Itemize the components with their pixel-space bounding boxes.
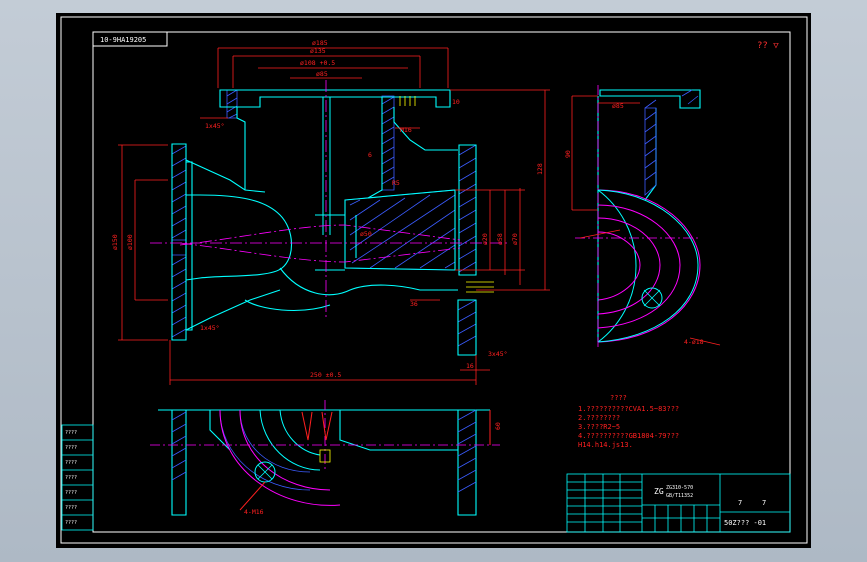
dim-250: 250 ±0.5 bbox=[310, 371, 341, 379]
side-arcs bbox=[597, 189, 701, 343]
left-col-label: ???? bbox=[65, 505, 77, 511]
dim-4-d18: 4-ø18 bbox=[684, 338, 704, 346]
dim-6: 6 bbox=[368, 151, 372, 159]
dim-10: 10 bbox=[452, 98, 460, 106]
bottom-outline bbox=[158, 409, 490, 516]
material-line-2: GB/T11352 bbox=[666, 493, 693, 499]
bottom-view: 60 4-M16 bbox=[150, 400, 502, 516]
note-line-5: H14.h14.js13. bbox=[578, 441, 633, 449]
side-hatch bbox=[644, 89, 699, 196]
left-flange bbox=[171, 143, 193, 341]
inner-frame bbox=[92, 31, 791, 533]
dim-d100: ø100 bbox=[126, 234, 134, 250]
left-col-label: ???? bbox=[65, 490, 77, 496]
front-threads bbox=[399, 96, 494, 293]
dim-m16: M16 bbox=[400, 126, 412, 134]
scale-b: 7 bbox=[762, 499, 766, 507]
outer-frame bbox=[60, 16, 808, 544]
dim-128: 128 bbox=[536, 163, 544, 175]
side-view: ø85 90 4-ø18 bbox=[564, 85, 721, 350]
dim-d150: ø150 bbox=[111, 234, 119, 250]
dim-d20: ø20 bbox=[481, 233, 489, 245]
dim-d85-side: ø85 bbox=[612, 102, 624, 110]
title-block-text: ZG ZG310-570 GB/T11352 7 7 50Z??? -01 bbox=[654, 485, 766, 527]
note-line-3: 3.????R2~5 bbox=[578, 423, 620, 431]
front-centerlines bbox=[150, 80, 510, 320]
scale-a: 7 bbox=[738, 499, 742, 507]
bottom-markers bbox=[239, 410, 491, 511]
left-col-label: ???? bbox=[65, 460, 77, 466]
note-line-4: 4.??????????GB1804-79??? bbox=[578, 432, 679, 440]
dim-d70: ø70 bbox=[511, 233, 519, 245]
front-view: ø185 ø135 ø108 +0.5 ø85 1x45° M16 ø150 ø… bbox=[111, 39, 550, 385]
left-col-label: ???? bbox=[65, 445, 77, 451]
top-neck bbox=[236, 97, 458, 199]
drawing-number: 50Z??? -01 bbox=[724, 519, 766, 527]
dim-chamfer: 1x45° bbox=[205, 122, 225, 130]
front-dimensions bbox=[118, 47, 550, 385]
dim-1x45-left: 1x45° bbox=[200, 324, 220, 332]
dim-d108: ø108 +0.5 bbox=[300, 59, 335, 67]
title-block bbox=[566, 473, 791, 533]
side-dimension-labels: ø85 90 4-ø18 bbox=[564, 102, 704, 346]
dim-90: 90 bbox=[564, 150, 572, 158]
dim-16: 16 bbox=[466, 362, 474, 370]
lower-body bbox=[244, 267, 458, 311]
left-col-label: ???? bbox=[65, 475, 77, 481]
dim-r5: R5 bbox=[392, 179, 400, 187]
front-dimension-labels: ø185 ø135 ø108 +0.5 ø85 1x45° M16 ø150 ø… bbox=[111, 39, 544, 379]
dim-60: 60 bbox=[494, 422, 502, 430]
note-line-1: 1.??????????CVA1.5~83??? bbox=[578, 405, 679, 413]
side-dimensions bbox=[571, 95, 721, 346]
dim-d50: ø50 bbox=[360, 230, 372, 238]
dim-3x45: 3x45° bbox=[488, 350, 508, 358]
center-pillar bbox=[315, 97, 345, 271]
left-col-label: ???? bbox=[65, 430, 77, 436]
code-box-text: 10-9HA19205 bbox=[100, 36, 146, 44]
left-col-label: ???? bbox=[65, 520, 77, 526]
technical-notes: ???? 1.??????????CVA1.5~83??? 2.????????… bbox=[578, 394, 679, 449]
side-centerlines bbox=[575, 85, 700, 350]
side-bolt-hole bbox=[641, 287, 663, 309]
roughness-symbol: ?? ▽ bbox=[757, 41, 779, 51]
note-line-2: 2.???????? bbox=[578, 414, 620, 422]
dim-d58: ø58 bbox=[496, 233, 504, 245]
dim-d185: ø185 bbox=[312, 39, 328, 47]
left-label-texts: ???? ???? ???? ???? ???? ???? ???? bbox=[65, 430, 77, 526]
dim-4-m16: 4-M16 bbox=[244, 508, 264, 516]
left-label-column bbox=[61, 424, 94, 531]
material-code: ZG bbox=[654, 487, 664, 496]
code-box bbox=[92, 31, 168, 47]
drawing-canvas bbox=[56, 13, 811, 548]
top-flange bbox=[219, 89, 451, 108]
bottom-labels: 60 4-M16 bbox=[244, 422, 502, 516]
material-line-1: ZG310-570 bbox=[666, 485, 693, 491]
dim-d135: ø135 bbox=[310, 47, 326, 55]
notes-title: ???? bbox=[610, 394, 627, 402]
bottom-centerlines bbox=[150, 400, 500, 470]
dim-d36: 36 bbox=[410, 300, 418, 308]
dim-d85: ø85 bbox=[316, 70, 328, 78]
